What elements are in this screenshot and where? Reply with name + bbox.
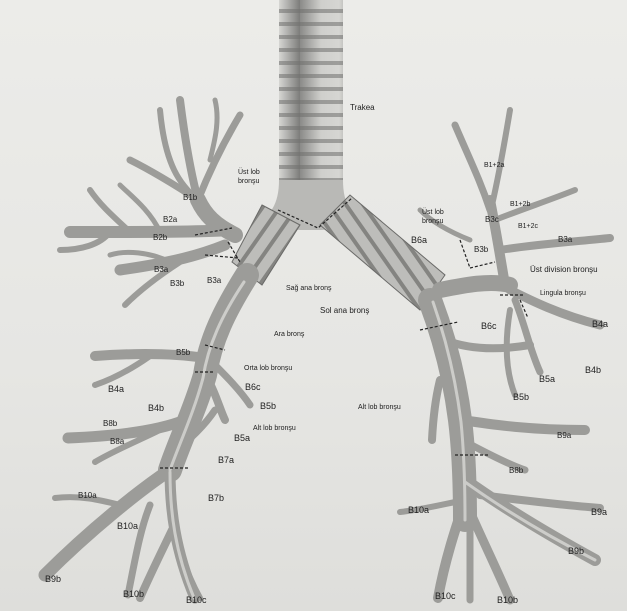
segment-label: B10a [78,492,97,500]
segment-label: B6c [245,383,261,392]
segment-label: B5b [260,402,276,411]
segment-label: B9b [45,575,61,584]
segment-label: B1+2c [518,223,538,230]
segment-label: B4b [585,366,601,375]
label-lingula-bronchus: Lingula bronşu [540,290,586,297]
segment-label: B8b [509,467,523,475]
segment-label: B9b [568,547,584,556]
segment-label: B10a [117,522,138,531]
segment-label: B2b [153,234,167,242]
segment-label: B10c [186,596,207,605]
label-middle-lobe-bronchus: Orta lob bronşu [244,365,292,372]
label-left-main-bronchus: Sol ana bronş [320,307,369,315]
label-right-upper-lobe-bronchus: Üst lob bronşu [238,168,260,186]
label-right-lower-lobe-bronchus: Alt lob bronşu [253,425,296,432]
segment-label: B5b [513,393,529,402]
label-left-upper-lobe-bronchus: Üst lob bronşu [422,208,444,226]
segment-label: B1+2b [510,201,530,208]
segment-label: B4a [108,385,124,394]
segment-label: B5b [176,349,190,357]
segment-label: B8a [110,438,124,446]
segment-label: B10a [408,506,429,515]
label-right-main-bronchus: Sağ ana bronş [286,285,332,292]
segment-label: B1+2a [484,162,504,169]
label-intermediate-bronchus: Ara bronş [274,331,304,338]
segment-label: B9a [591,508,607,517]
segment-label: B4a [592,320,608,329]
segment-label: B3b [474,246,488,254]
segment-label: B3c [485,216,499,224]
segment-label: B7b [208,494,224,503]
segment-label: B3a [154,266,168,274]
label-upper-division-bronchus: Üst division bronşu [530,266,598,274]
segment-label: B6a [411,236,427,245]
segment-label: B9a [557,432,571,440]
label-trakea: Trakea [350,104,375,112]
segment-label: B5a [539,375,555,384]
trachea [279,0,343,205]
segment-label: B3a [558,236,572,244]
segment-label: B10b [497,596,518,605]
segment-label: B6c [481,322,497,331]
segment-label: B5a [234,434,250,443]
segment-label: B3b [170,280,184,288]
segment-label: B7a [218,456,234,465]
segment-label: B2a [163,216,177,224]
segment-label: B10c [435,592,456,601]
segment-label: B10b [123,590,144,599]
segment-label: B4b [148,404,164,413]
segment-label: B1b [183,194,197,202]
segment-label: B8b [103,420,117,428]
segment-label: B3a [207,277,221,285]
label-left-lower-lobe-bronchus: Alt lob bronşu [358,404,401,411]
